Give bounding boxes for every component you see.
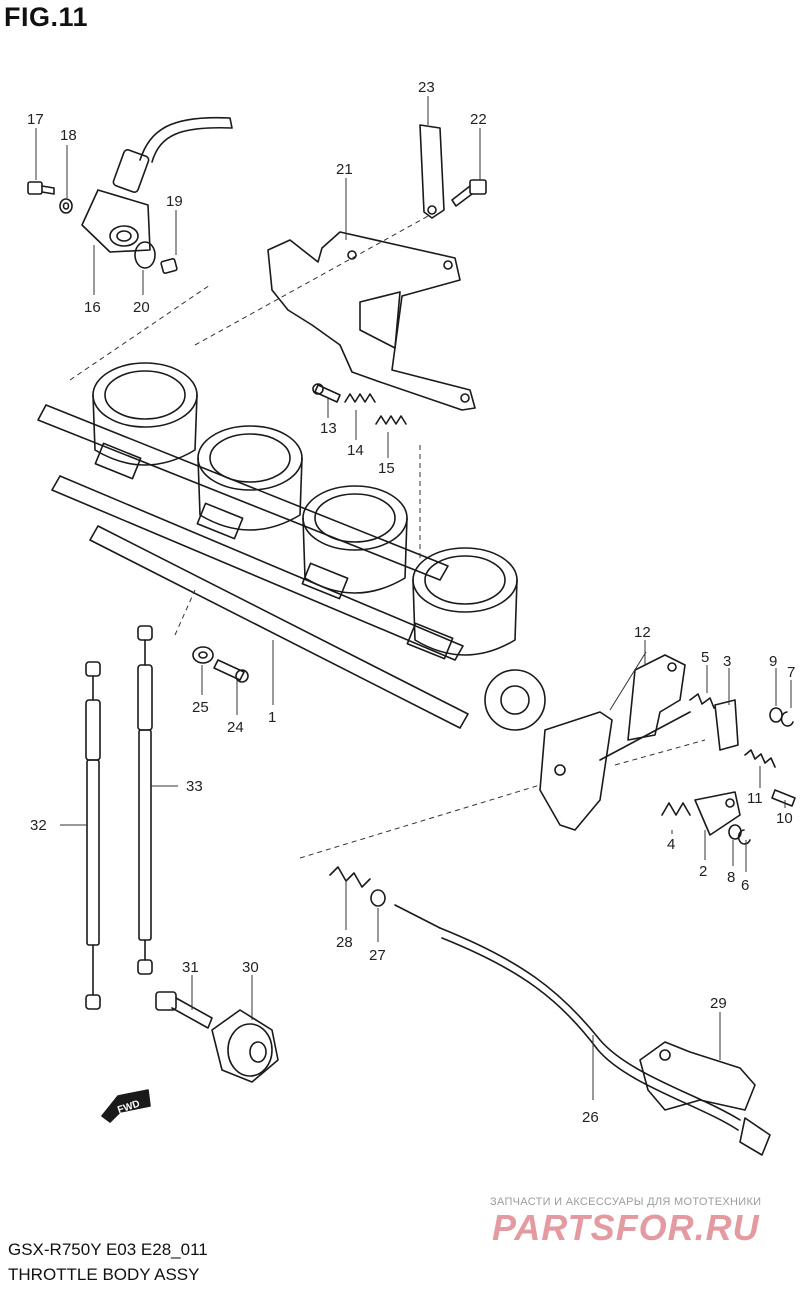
callout-26: 26 — [582, 1109, 599, 1126]
washer-25 — [192, 646, 214, 664]
lever-2 — [694, 791, 741, 836]
callout-2: 2 — [699, 863, 707, 880]
callout-15: 15 — [378, 460, 395, 477]
callout-17: 17 — [27, 111, 44, 128]
screw-10 — [771, 789, 796, 807]
callout-3: 3 — [723, 653, 731, 670]
cable-holder-29 — [639, 1041, 756, 1111]
callout-9: 9 — [769, 653, 777, 670]
watermark-logo: PARTSFOR.RU — [492, 1207, 760, 1248]
idle-adjust-cable-26 — [394, 904, 771, 1156]
callout-23: 23 — [418, 79, 435, 96]
washer-27 — [370, 889, 386, 907]
callout-25: 25 — [192, 699, 209, 716]
bolt-22 — [451, 179, 487, 207]
spring-14 — [344, 393, 376, 403]
bracket-lever-assembly — [539, 711, 691, 831]
spring-11 — [744, 749, 776, 768]
callout-6: 6 — [741, 877, 749, 894]
callout-1: 1 — [268, 709, 276, 726]
callout-21: 21 — [336, 161, 353, 178]
screw-17 — [27, 181, 55, 195]
clip-19 — [160, 258, 178, 274]
callout-10: 10 — [776, 810, 793, 827]
callout-29: 29 — [710, 995, 727, 1012]
spring-4 — [661, 802, 691, 816]
cable-32 — [85, 661, 101, 1010]
callout-24: 24 — [227, 719, 244, 736]
e-ring-7 — [780, 711, 794, 727]
cable-33 — [137, 625, 153, 975]
lever-3 — [714, 699, 739, 751]
spring-28 — [329, 866, 371, 888]
leader-lines — [35, 96, 792, 1100]
callout-8: 8 — [727, 869, 735, 886]
throttle-body-assembly — [37, 362, 546, 731]
callout-33: 33 — [186, 778, 203, 795]
callout-13: 13 — [320, 420, 337, 437]
callout-11: 11 — [747, 790, 763, 807]
callout-22: 22 — [470, 111, 487, 128]
screw-13 — [312, 383, 341, 403]
callout-7: 7 — [787, 664, 795, 681]
bolt-31 — [155, 991, 213, 1029]
callout-16: 16 — [84, 299, 101, 316]
callout-31: 31 — [182, 959, 199, 976]
figure-title: FIG.11 — [4, 2, 89, 32]
spring-15 — [375, 415, 407, 425]
callout-32: 32 — [30, 817, 47, 834]
callout-28: 28 — [336, 934, 353, 951]
o-ring-20 — [134, 241, 156, 269]
callout-27: 27 — [369, 947, 386, 964]
callout-20: 20 — [133, 299, 150, 316]
idle-adjuster-knob-30 — [211, 1009, 279, 1083]
e-ring-6 — [737, 829, 751, 845]
callout-5: 5 — [701, 649, 709, 666]
screw-24 — [213, 659, 249, 683]
callout-30: 30 — [242, 959, 259, 976]
assembly-name: THROTTLE BODY ASSY — [8, 1265, 200, 1284]
fwd-arrow-icon — [101, 1089, 151, 1123]
washer-18 — [59, 198, 73, 214]
model-code: GSX-R750Y E03 E28_011 — [8, 1240, 208, 1259]
callout-19: 19 — [166, 193, 183, 210]
throttle-lever-12 — [627, 654, 686, 741]
callout-12: 12 — [634, 624, 651, 641]
callout-18: 18 — [60, 127, 77, 144]
stay-23 — [419, 124, 445, 219]
bracket-21 — [267, 231, 476, 411]
throttle-position-sensor — [81, 116, 233, 253]
washer-9 — [769, 707, 783, 723]
watermark-caption: ЗАПЧАСТИ И АКСЕССУАРЫ ДЛЯ МОТОТЕХНИКИ — [490, 1196, 762, 1208]
spring-5 — [689, 693, 715, 709]
callout-14: 14 — [347, 442, 364, 459]
callout-4: 4 — [667, 836, 675, 853]
